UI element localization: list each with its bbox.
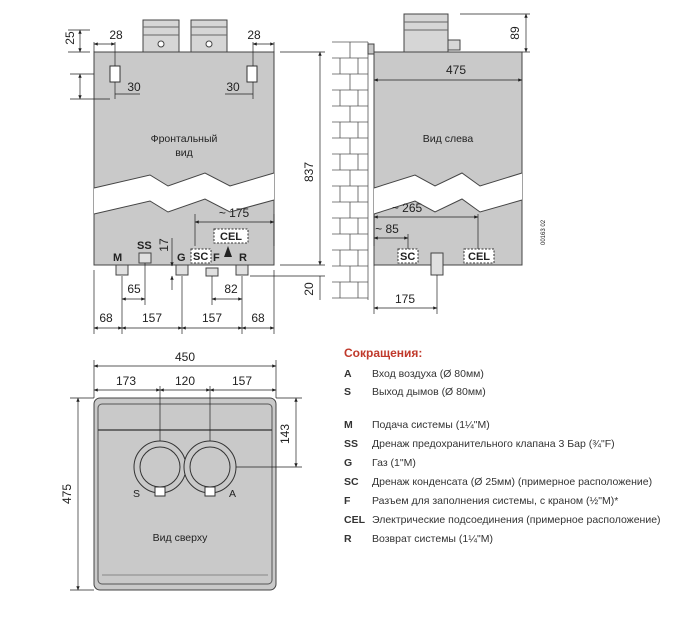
- front-mount-right: [246, 65, 258, 83]
- front-cel-box: [213, 228, 249, 244]
- side-cel-box: [463, 248, 495, 264]
- top-label-S: S: [133, 488, 140, 500]
- dim-top-157: 157: [232, 374, 252, 388]
- legend-desc: Газ (1"M): [372, 457, 416, 469]
- dim-front-837: 837: [302, 162, 316, 182]
- dim-top-450: 450: [175, 350, 195, 364]
- legend-item: F Разъем для заполнения системы, с краном…: [344, 495, 674, 508]
- dim-front-68-left: 68: [99, 311, 113, 325]
- legend-desc: Дренаж конденсата (Ø 25мм) (примерное ра…: [372, 476, 653, 488]
- legend-desc: Возврат системы (1¼"M): [372, 533, 493, 545]
- dim-front-82: 82: [224, 282, 238, 296]
- dim-side-89: 89: [508, 26, 522, 40]
- legend-items: A Вход воздуха (Ø 80мм) S Выход дымов (Ø 80…: [344, 368, 674, 546]
- front-code-R: R: [239, 252, 247, 264]
- dim-front-20: 20: [302, 282, 316, 296]
- legend-item: A Вход воздуха (Ø 80мм): [344, 368, 674, 381]
- legend-code: F: [344, 495, 351, 507]
- legend-code: SS: [344, 438, 359, 450]
- conn-F: [205, 267, 219, 277]
- dim-front-17: 17: [157, 238, 171, 252]
- legend-code: A: [344, 368, 352, 380]
- conn-G: [175, 264, 189, 276]
- dim-front-30-left: 30: [127, 80, 141, 94]
- dim-top-143: 143: [278, 424, 292, 444]
- legend: Сокращения: A Вход воздуха (Ø 80мм) S Выход…: [344, 346, 674, 546]
- dim-side-265: ~ 265: [392, 201, 423, 215]
- top-flue-A-inner: [189, 446, 231, 488]
- dim-front-157-right: 157: [202, 311, 222, 325]
- dim-side-85: ~ 85: [375, 222, 399, 236]
- front-code-SS: SS: [137, 240, 152, 252]
- brick-wall: [332, 41, 369, 300]
- dim-front-65: 65: [127, 282, 141, 296]
- legend-desc: Электрические подсоединения (примерное р…: [372, 514, 661, 526]
- side-body: [373, 51, 523, 266]
- dim-top-120: 120: [175, 374, 195, 388]
- legend-desc: Вход воздуха (Ø 80мм): [372, 368, 484, 380]
- front-code-M: M: [113, 252, 122, 264]
- front-code-G: G: [177, 252, 186, 264]
- dim-front-30-right: 30: [226, 80, 240, 94]
- legend-item: S Выход дымов (Ø 80мм): [344, 386, 674, 399]
- legend-item: SS Дренаж предохранительного клапана 3 Ба…: [344, 438, 674, 451]
- side-title: Вид слева: [423, 133, 474, 145]
- side-flue: [403, 13, 449, 55]
- front-title-line2: вид: [175, 147, 193, 159]
- conn-SS: [138, 252, 152, 264]
- side-code-CEL: CEL: [468, 251, 490, 263]
- legend-desc: Выход дымов (Ø 80мм): [372, 386, 486, 398]
- legend-code: S: [344, 386, 352, 398]
- front-code-CEL: CEL: [220, 231, 242, 243]
- legend-code: SC: [344, 476, 359, 488]
- legend-code: M: [344, 419, 353, 431]
- dim-front-175: ~ 175: [219, 206, 250, 220]
- legend-desc: Разъем для заполнения системы, с краном …: [372, 495, 619, 507]
- dim-front-28-left: 28: [109, 28, 123, 42]
- legend-desc: Дренаж предохранительного клапана 3 Бар …: [372, 438, 615, 450]
- legend-code: CEL: [344, 514, 365, 526]
- dim-top-173: 173: [116, 374, 136, 388]
- conn-R: [235, 264, 249, 276]
- top-flue-S-inner: [139, 446, 181, 488]
- legend-code: R: [344, 533, 352, 545]
- side-view: Вид слева SC CEL 89 475 ~ 265 ~ 85 175 0…: [367, 13, 547, 314]
- top-body: [93, 397, 277, 591]
- dim-side-475: 475: [446, 63, 466, 77]
- legend-item: M Подача системы (1¼"M): [344, 419, 674, 432]
- legend-item: CEL Электрические подсоединения (примерно…: [344, 514, 674, 527]
- dim-top-475: 475: [60, 484, 74, 504]
- legend-item: R Возврат системы (1¼"M): [344, 533, 674, 546]
- drawing-ref: 00163 02: [541, 219, 547, 245]
- side-code-SC: SC: [400, 251, 415, 263]
- dim-front-157-left: 157: [142, 311, 162, 325]
- dim-front-28-right: 28: [247, 28, 261, 42]
- legend-item: SC Дренаж конденсата (Ø 25мм) (примерное …: [344, 476, 674, 489]
- legend-code: G: [344, 457, 353, 469]
- top-label-A: A: [229, 488, 236, 500]
- conn-M: [115, 264, 129, 276]
- dim-front-25: 25: [63, 31, 77, 45]
- dim-side-175: 175: [395, 292, 415, 306]
- dim-front-68-right: 68: [251, 311, 265, 325]
- front-mount-left: [109, 65, 121, 83]
- top-view: S A Вид сверху 450 173 120 157 143 475: [60, 350, 302, 591]
- legend-desc: Подача системы (1¼"M): [372, 419, 490, 431]
- front-sc-box: [190, 248, 212, 264]
- side-sc-box: [397, 248, 419, 264]
- top-title: Вид сверху: [153, 532, 208, 544]
- legend-title: Сокращения:: [344, 346, 423, 360]
- front-view: M SS G SC F CEL R Фронтальный вид 25 28 …: [63, 19, 325, 334]
- front-code-SC: SC: [193, 251, 208, 263]
- side-conn: [430, 252, 444, 276]
- front-code-F: F: [213, 252, 220, 264]
- front-title-line1: Фронтальный: [151, 133, 218, 145]
- legend-item: G Газ (1"M): [344, 457, 674, 470]
